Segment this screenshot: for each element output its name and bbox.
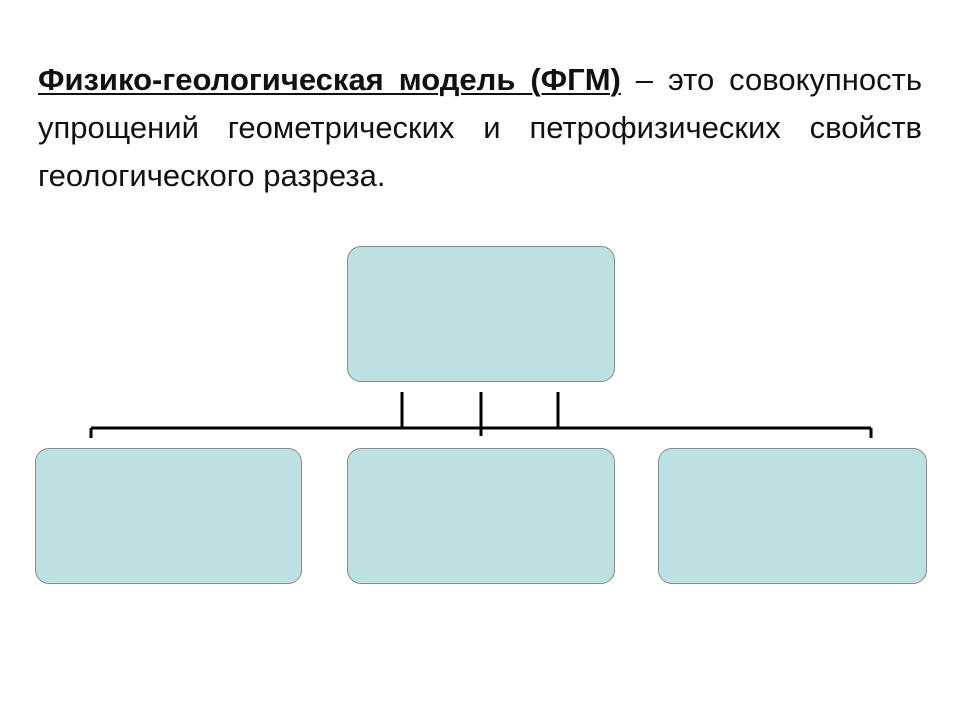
definition-text: Физико-геологическая модель (ФГМ) – это … (38, 56, 922, 200)
diagram-node-top (347, 246, 615, 382)
diagram-node-right (658, 448, 927, 584)
definition-body: – это совокупность упрощений геометричес… (38, 62, 922, 193)
term-fgm: Физико-геологическая модель (ФГМ) (38, 62, 621, 97)
diagram-node-left (35, 448, 302, 584)
diagram-node-center (347, 448, 615, 584)
